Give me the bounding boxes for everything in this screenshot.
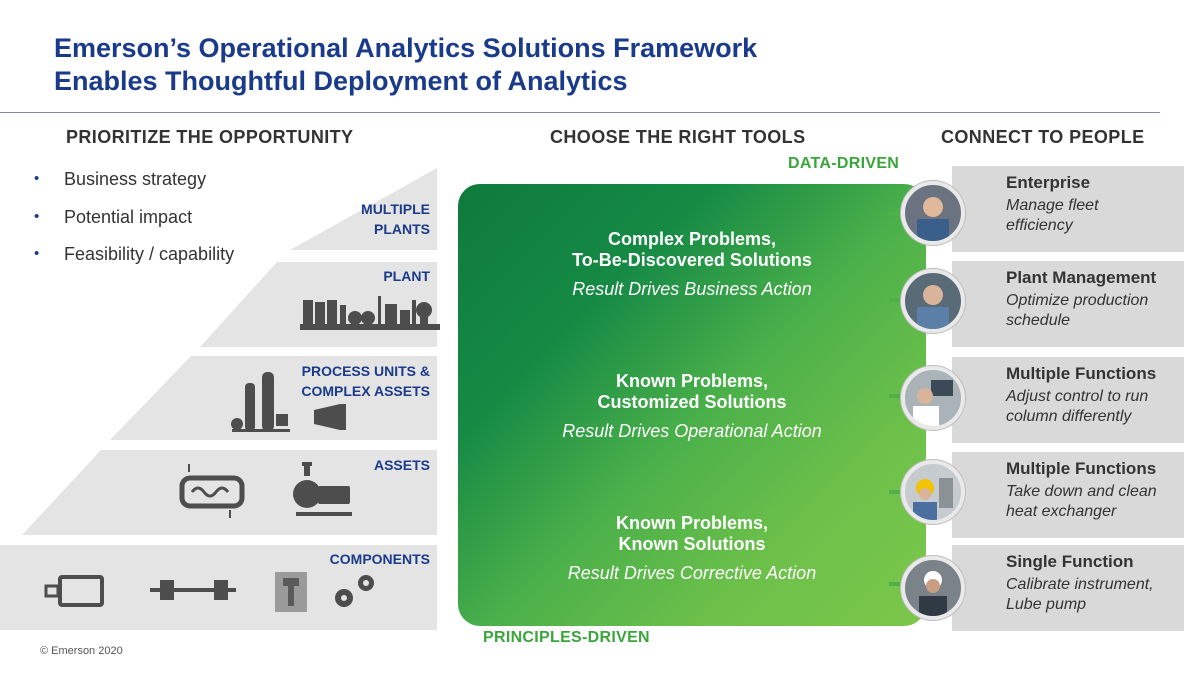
bullet-dot: • bbox=[34, 207, 40, 225]
copyright-notice: © Emerson 2020 bbox=[40, 645, 123, 657]
tools-panel bbox=[458, 184, 926, 626]
tier-label-plant: PLANT bbox=[383, 268, 430, 284]
heading-prioritize: PRIORITIZE THE OPPORTUNITY bbox=[66, 127, 354, 147]
plant-icon bbox=[300, 296, 440, 330]
panel-block-customized: Known Problems, Customized Solutions Res… bbox=[562, 371, 822, 441]
bullet-dot: • bbox=[34, 170, 40, 187]
tier-multiple-plants-shape bbox=[290, 168, 437, 250]
list-item: •Feasibility / capability bbox=[34, 244, 235, 264]
priority-pyramid bbox=[0, 168, 440, 630]
list-item: •Business strategy bbox=[34, 169, 207, 189]
panel-block-known: Known Problems, Known Solutions Result D… bbox=[567, 513, 817, 583]
avatar-multiple-functions-2 bbox=[901, 460, 965, 524]
heading-tools: CHOOSE THE RIGHT TOOLS bbox=[550, 127, 806, 147]
title-line-2: Enables Thoughtful Deployment of Analyti… bbox=[54, 66, 628, 96]
motor-icon bbox=[44, 575, 104, 607]
avatar-enterprise bbox=[901, 181, 965, 245]
bullet-dot: • bbox=[34, 245, 40, 262]
shaft-coupling-icon bbox=[150, 580, 236, 600]
heading-people: CONNECT TO PEOPLE bbox=[941, 127, 1145, 147]
gears-icon bbox=[335, 575, 374, 607]
title-divider bbox=[0, 112, 1160, 113]
avatar-multiple-functions-1 bbox=[901, 366, 965, 430]
tier-label-components: COMPONENTS bbox=[329, 551, 430, 567]
priority-bullets: •Business strategy •Potential impact •Fe… bbox=[34, 168, 234, 281]
pump-icon bbox=[293, 462, 352, 516]
list-item: •Potential impact bbox=[34, 206, 193, 227]
tier-label-process-units: PROCESS UNITS &COMPLEX ASSETS bbox=[301, 363, 430, 399]
axis-principles-driven: PRINCIPLES-DRIVEN bbox=[483, 629, 650, 646]
avatar-single-function bbox=[901, 556, 965, 620]
people-box-single-function: Single Function Calibrate instrument,Lub… bbox=[952, 545, 1184, 631]
title-line-1: Emerson’s Operational Analytics Solution… bbox=[54, 33, 758, 63]
heat-exchanger-icon bbox=[179, 464, 245, 518]
avatar-plant-management bbox=[901, 269, 965, 333]
valve-icon bbox=[275, 572, 307, 612]
tier-label-assets: ASSETS bbox=[373, 457, 430, 473]
page-title: Emerson’s Operational Analytics Solution… bbox=[54, 32, 1154, 98]
process-units-icon bbox=[231, 372, 346, 432]
panel-block-complex: Complex Problems, To-Be-Discovered Solut… bbox=[572, 229, 812, 299]
people-box-multiple-functions-1: Multiple Functions Adjust control to run… bbox=[952, 357, 1184, 443]
axis-data-driven: DATA-DRIVEN bbox=[788, 155, 900, 172]
